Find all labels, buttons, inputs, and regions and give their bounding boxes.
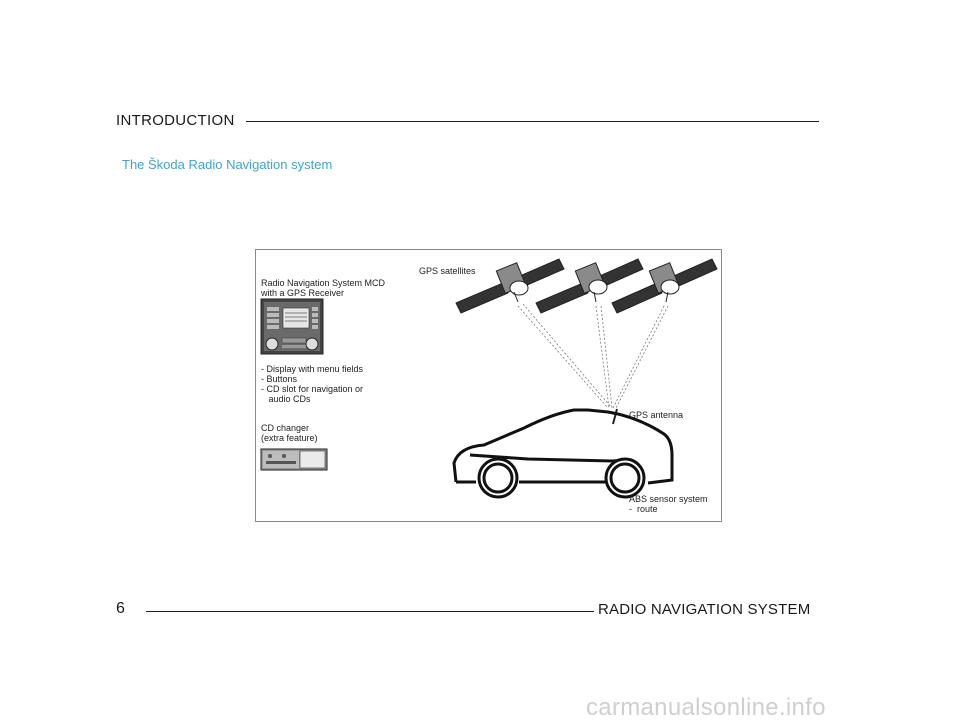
section-subtitle: The Škoda Radio Navigation system <box>122 157 333 172</box>
page-number: 6 <box>116 600 125 617</box>
car-outline-icon <box>452 408 674 499</box>
figure-illustration <box>260 258 718 499</box>
gps-antenna-icon <box>612 408 618 425</box>
gps-signal-waves <box>517 303 669 409</box>
cd-changer-icon <box>260 448 328 471</box>
cd-changer-label: CD changer (extra feature) <box>261 423 318 443</box>
section-title: INTRODUCTION <box>116 112 235 129</box>
radio-features-list: - Display with menu fields - Buttons - C… <box>261 364 364 404</box>
gps-satellites-icon <box>455 258 718 314</box>
header-rule <box>246 121 819 122</box>
radio-label: Radio Navigation System MCD with a GPS R… <box>261 278 386 298</box>
gps-antenna-label: GPS antenna <box>629 410 684 420</box>
navigation-system-figure: Radio Navigation System MCD with a GPS R… <box>255 249 722 522</box>
abs-sensor-label: ABS sensor system - route <box>629 494 708 514</box>
footer-title: RADIO NAVIGATION SYSTEM <box>598 601 811 618</box>
radio-unit-icon <box>260 298 324 355</box>
footer-rule <box>146 611 594 612</box>
gps-satellites-label: GPS satellites <box>419 266 476 276</box>
watermark: carmanualsonline.info <box>586 694 826 721</box>
